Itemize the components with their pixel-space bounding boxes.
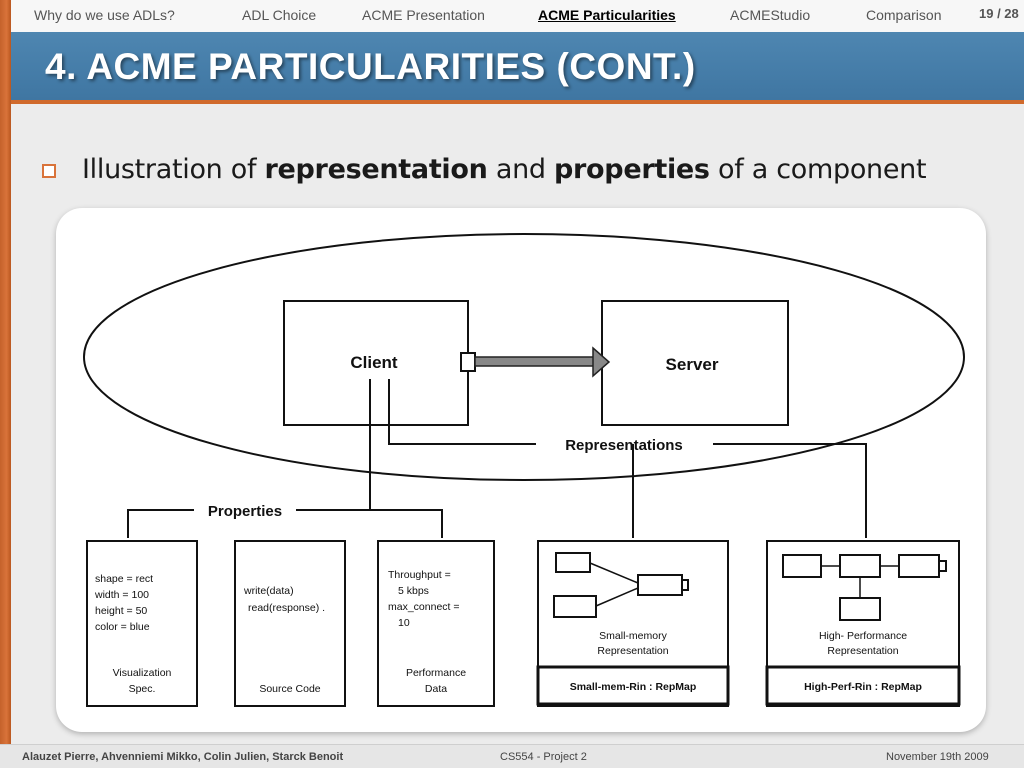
perf-line-4: 10 <box>398 617 410 629</box>
nav-item-acmestudio[interactable]: ACMEStudio <box>730 7 811 23</box>
footer-course: CS554 - Project 2 <box>500 751 587 763</box>
footer: Alauzet Pierre, Ahvenniemi Mikko, Colin … <box>0 744 1024 768</box>
server-label: Server <box>666 355 719 374</box>
small-mem-footer: Small-mem-Rin : RepMap <box>570 681 697 693</box>
vis-line-2: width = 100 <box>94 589 149 601</box>
nav-item-acme-particularities[interactable]: ACME Particularities <box>538 7 676 23</box>
vis-caption-1: Visualization <box>113 667 172 679</box>
footer-authors: Alauzet Pierre, Ahvenniemi Mikko, Colin … <box>22 751 344 763</box>
src-line-1: write(data) <box>243 585 294 597</box>
source-code-box <box>234 540 346 707</box>
vis-caption-2: Spec. <box>129 683 156 695</box>
component-diagram: Client Server Representations Properties… <box>83 233 965 707</box>
top-navigation: Why do we use ADLs? ADL Choice ACME Pres… <box>11 0 1024 32</box>
rep-line-right <box>713 443 867 538</box>
rep-line-client <box>388 379 536 445</box>
small-mem-caption-2: Representation <box>597 645 668 657</box>
bullet-middle: and <box>487 154 555 185</box>
prop-line-right <box>296 509 443 538</box>
perf-line-3: max_connect = <box>388 601 460 613</box>
high-perf-footer-box <box>765 665 961 706</box>
high-perf-port <box>938 560 947 572</box>
client-label: Client <box>350 353 398 372</box>
performance-box <box>377 540 495 707</box>
properties-label: Properties <box>208 503 282 520</box>
square-bullet-icon <box>42 164 56 178</box>
vis-line-1: shape = rect <box>95 573 153 585</box>
system-ellipse <box>83 233 965 481</box>
nav-item-adl-choice[interactable]: ADL Choice <box>242 7 317 23</box>
representations-label: Representations <box>565 437 683 454</box>
connector-arrow <box>474 346 611 378</box>
client-port <box>460 352 476 372</box>
server-box <box>601 300 789 426</box>
left-accent-bar <box>0 0 11 768</box>
high-perf-footer: High-Perf-Rin : RepMap <box>804 681 922 693</box>
perf-line-1: Throughput = <box>388 569 451 581</box>
small-mem-node-b <box>553 595 597 618</box>
perf-line-2: 5 kbps <box>398 585 429 597</box>
prop-line-left <box>127 509 194 538</box>
small-memory-footer-box <box>536 665 730 706</box>
high-perf-caption-2: Representation <box>827 645 898 657</box>
bullet-bold-properties: properties <box>554 154 710 185</box>
small-mem-node-a <box>555 552 591 573</box>
perf-caption-1: Performance <box>406 667 466 679</box>
nav-item-acme-presentation[interactable]: ACME Presentation <box>362 7 485 23</box>
src-caption: Source Code <box>259 683 320 695</box>
slide-title: 4. ACME PARTICULARITIES (CONT.) <box>45 46 696 87</box>
title-bar: 4. ACME PARTICULARITIES (CONT.) <box>11 32 1024 104</box>
vis-line-3: height = 50 <box>95 605 147 617</box>
page-counter: 19 / 28 <box>979 6 1019 21</box>
small-mem-caption-1: Small-memory <box>599 630 667 642</box>
visualization-box <box>86 540 198 707</box>
small-mem-port <box>681 579 689 591</box>
high-perf-caption-1: High- Performance <box>819 630 907 642</box>
footer-date: November 19th 2009 <box>886 751 989 763</box>
bullet-suffix: of a component <box>709 154 927 185</box>
bullet-text: Illustration of representation and prope… <box>82 154 927 185</box>
perf-caption-2: Data <box>425 683 447 695</box>
diagram-panel: Client Server Representations Properties… <box>56 208 986 732</box>
src-line-2: read(response) . <box>248 602 325 614</box>
bullet-prefix: Illustration of <box>82 154 265 185</box>
nav-item-why-adls[interactable]: Why do we use ADLs? <box>34 7 175 23</box>
bullet-bold-representation: representation <box>264 154 488 185</box>
nav-item-comparison[interactable]: Comparison <box>866 7 942 23</box>
vis-line-4: color = blue <box>95 621 150 633</box>
